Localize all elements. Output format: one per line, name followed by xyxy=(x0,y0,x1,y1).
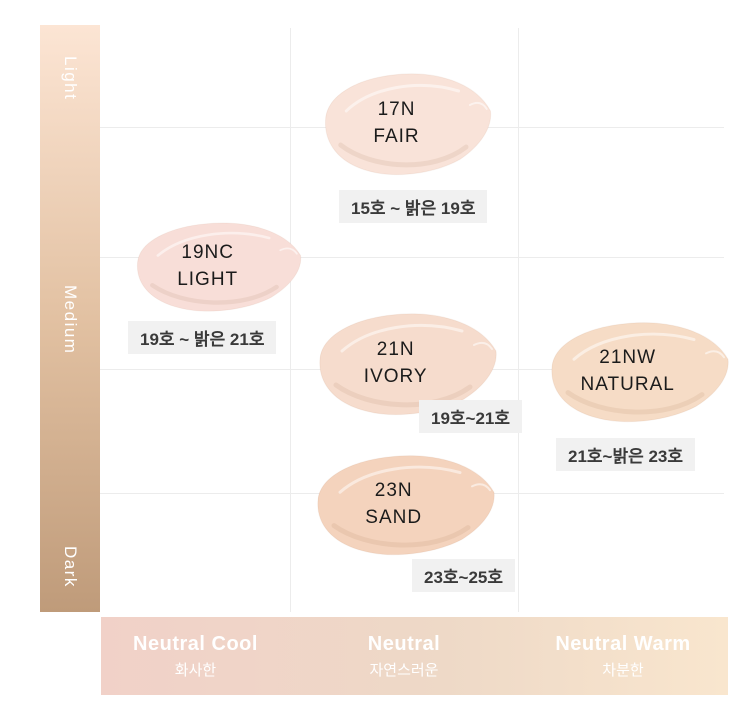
undertone-column-neutral: Neutral 자연스러운 xyxy=(290,617,518,695)
foundation-smear-shape xyxy=(319,313,497,416)
shade-label: 23N SAND xyxy=(365,477,422,531)
grid-line-vertical xyxy=(518,28,519,612)
foundation-smear-shape xyxy=(325,73,492,176)
shade-range-badge: 23호~25호 xyxy=(412,559,516,592)
shade-name: FAIR xyxy=(373,126,420,147)
shade-code: 21N xyxy=(376,339,415,360)
shade-swatch-23n-sand: 23N SAND xyxy=(312,449,502,559)
undertone-label-ko: 화사한 xyxy=(174,661,217,679)
shade-name: IVORY xyxy=(363,366,428,387)
depth-label-medium: Medium xyxy=(61,285,80,355)
shade-label: 21NW NATURAL xyxy=(581,344,675,398)
undertone-label-en: Neutral Cool xyxy=(133,632,258,655)
shade-name: LIGHT xyxy=(177,269,239,290)
shade-range-badge: 19호 ~ 밝은 21호 xyxy=(128,321,277,354)
shade-label: 21N IVORY xyxy=(364,336,428,390)
shade-name: NATURAL xyxy=(580,374,675,395)
depth-axis-bar: Light Medium Dark xyxy=(40,25,100,612)
undertone-column-neutral-cool: Neutral Cool 화사한 xyxy=(101,617,290,695)
shade-range-badge: 19호~21호 xyxy=(419,400,523,433)
grid-line-horizontal xyxy=(100,257,724,258)
undertone-label-en: Neutral Warm xyxy=(555,632,691,655)
shade-range-badge: 15호 ~ 밝은 19호 xyxy=(339,190,488,223)
undertone-axis-bar: Neutral Cool 화사한 Neutral 자연스러운 Neutral W… xyxy=(101,617,728,695)
undertone-label-ko: 자연스러운 xyxy=(369,661,439,679)
foundation-smear-shape xyxy=(551,322,729,423)
foundation-smear-shape xyxy=(317,455,495,556)
shade-label: 19NC LIGHT xyxy=(177,239,238,293)
depth-label-light: Light xyxy=(61,56,80,101)
grid-line-vertical xyxy=(290,28,291,612)
shade-swatch-19nc-light: 19NC LIGHT xyxy=(132,217,308,315)
shade-swatch-17n-fair: 17N FAIR xyxy=(320,67,498,179)
shade-name: SAND xyxy=(365,507,423,528)
undertone-column-neutral-warm: Neutral Warm 차분한 xyxy=(518,617,728,695)
shade-code: 23N xyxy=(374,480,413,501)
depth-label-dark: Dark xyxy=(61,546,80,588)
shade-code: 17N xyxy=(377,99,416,120)
shade-label: 17N FAIR xyxy=(373,96,419,150)
shade-code: 19NC xyxy=(181,242,234,263)
shade-range-badge: 21호~밝은 23호 xyxy=(556,438,696,471)
shade-swatch-21nw-natural: 21NW NATURAL xyxy=(546,316,736,426)
undertone-label-en: Neutral xyxy=(367,632,441,655)
shade-code: 21NW xyxy=(599,347,657,368)
foundation-smear-shape xyxy=(137,222,302,312)
shade-swatch-21n-ivory: 21N IVORY xyxy=(314,307,504,419)
undertone-label-ko: 차분한 xyxy=(602,661,644,679)
